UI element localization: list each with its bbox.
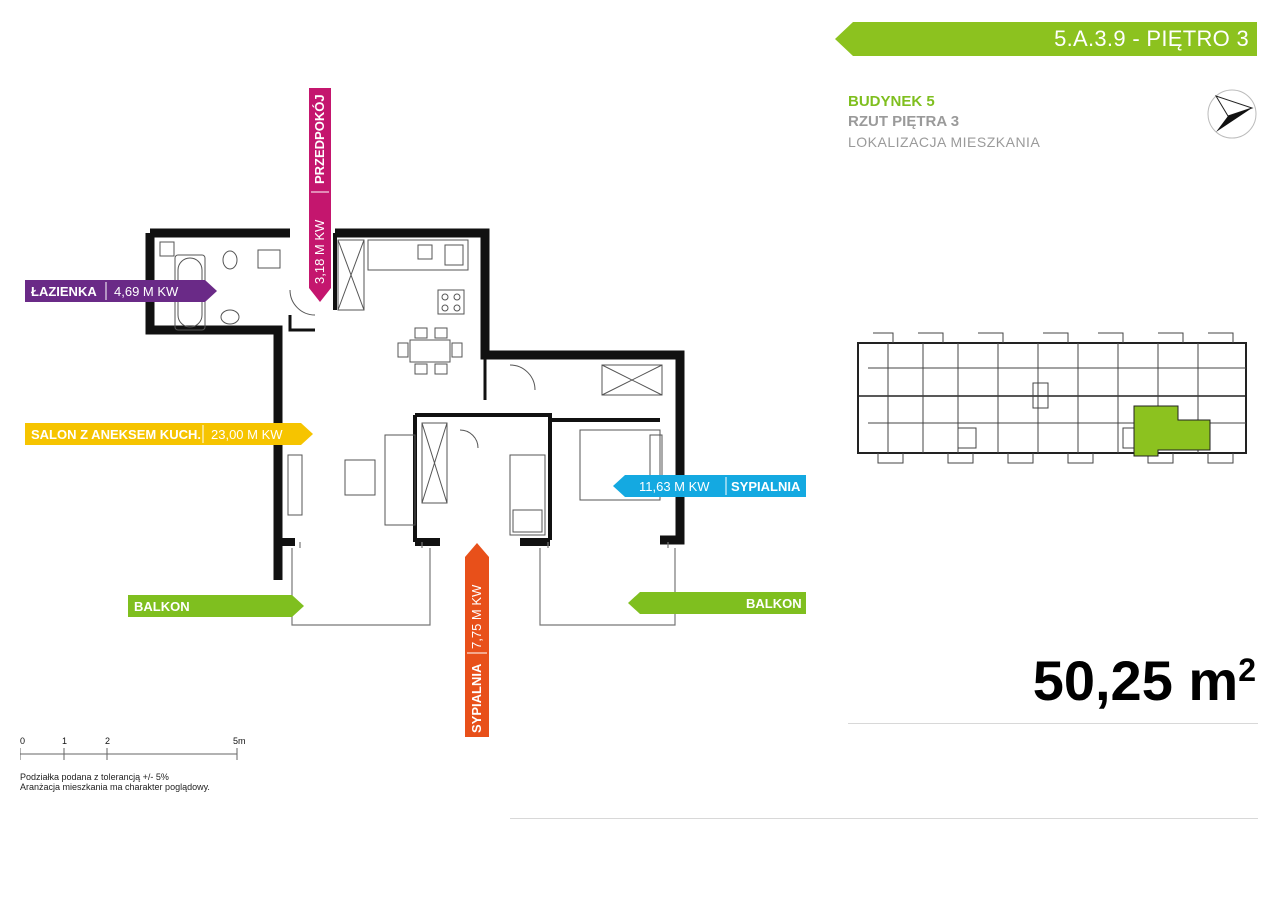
balkon-left-arrow-shape: [128, 595, 304, 617]
label-salon: SALON Z ANEKSEM KUCH. 23,00 M KW: [25, 423, 313, 445]
label-lazienka: ŁAZIENKA 4,69 M KW: [25, 280, 217, 302]
bottom-divider: [510, 818, 1258, 819]
lazienka-area: 4,69 M KW: [114, 283, 179, 299]
disclaimer-notes: Podziałka podana z tolerancją +/- 5% Ara…: [20, 772, 210, 792]
apartment-header-text: 5.A.3.9 - PIĘTRO 3: [1054, 26, 1249, 52]
sypialnia-2-name: SYPIALNIA: [469, 663, 484, 733]
note-tolerance: Podziałka podana z tolerancją +/- 5%: [20, 772, 169, 782]
scale-ruler: [20, 748, 238, 760]
scale-tick-1: 1: [62, 736, 68, 746]
total-area-unit-sup: 2: [1238, 652, 1256, 688]
apartment-code: 5.A.3.9: [1054, 26, 1126, 51]
balkon-right-arrow-shape: [628, 592, 806, 614]
sypialnia-2-arrow-shape: [465, 543, 489, 737]
total-area-value: 50,25: [1032, 649, 1173, 712]
lazienka-arrow-shape: [25, 280, 217, 302]
apartment-header-tag: 5.A.3.9 - PIĘTRO 3: [835, 22, 1257, 56]
salon-name: SALON Z ANEKSEM KUCH.: [31, 426, 201, 442]
lazienka-name: ŁAZIENKA: [31, 283, 97, 299]
balkon-left-name: BALKON: [134, 598, 190, 614]
total-area-unit: m: [1188, 649, 1239, 712]
sypialnia-1-area: 11,63 M KW: [639, 478, 710, 494]
label-balkon-left: BALKON: [128, 595, 304, 617]
total-area: 50,25 m2: [1033, 648, 1256, 713]
sypialnia-1-arrow-shape: [613, 475, 806, 497]
compass-icon: [1206, 88, 1258, 140]
przedpokoj-area: 3,18 M KW: [312, 219, 327, 284]
przedpokoj-name: PRZEDPOKÓJ: [312, 94, 327, 184]
location-subtitle: LOKALIZACJA MIESZKANIA: [848, 134, 1041, 150]
area-divider: [848, 723, 1258, 724]
scale-tick-0: 0: [20, 736, 26, 746]
label-balkon-right: BALKON: [628, 592, 808, 614]
floor-label: - PIĘTRO 3: [1132, 26, 1249, 51]
balkon-right-name: BALKON: [746, 595, 802, 611]
note-arrangement: Aranżacja mieszkania ma charakter pogląd…: [20, 782, 210, 792]
label-sypialnia-1: 11,63 M KW SYPIALNIA: [613, 475, 806, 497]
building-info: BUDYNEK 5 RZUT PIĘTRA 3 LOKALIZACJA MIES…: [848, 92, 1040, 152]
sypialnia-1-name: SYPIALNIA: [731, 478, 801, 494]
przedpokoj-arrow-shape: [309, 88, 331, 302]
header-arrow-shape: [835, 22, 1257, 56]
salon-area: 23,00 M KW: [211, 426, 283, 442]
floor-plan-title: RZUT PIĘTRA 3: [848, 113, 960, 130]
sypialnia-2-area: 7,75 M KW: [469, 584, 484, 649]
scale-tick-5m: 5m: [233, 736, 246, 746]
salon-arrow-shape: [25, 423, 313, 445]
scale-tick-2: 2: [105, 736, 111, 746]
building-name: BUDYNEK 5: [848, 93, 935, 110]
building-floor-drawing: [857, 332, 1247, 464]
floor-location-plan: [848, 328, 1252, 466]
